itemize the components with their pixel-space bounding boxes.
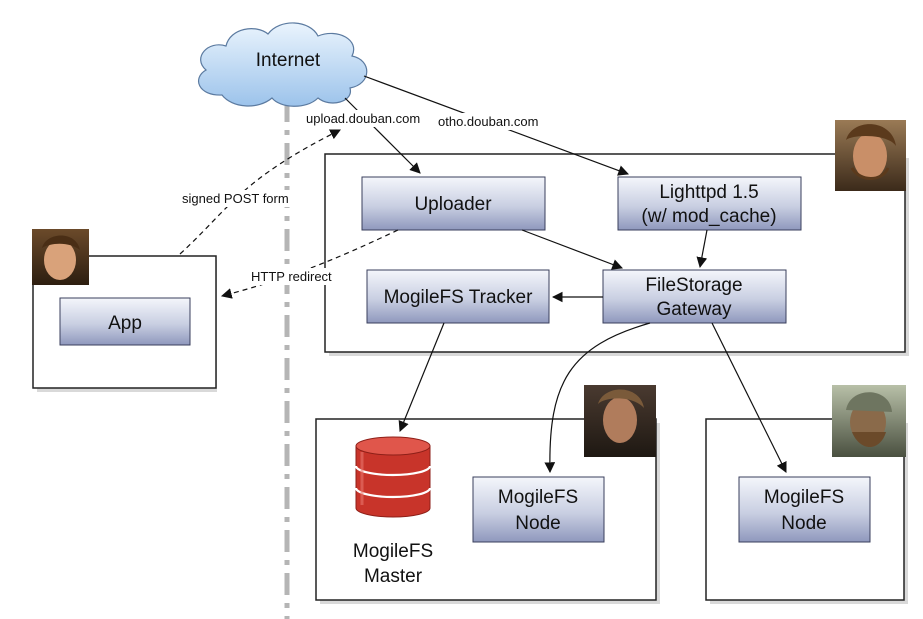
portrait-icon — [32, 229, 89, 285]
edge-label-signed-post: signed POST form — [182, 191, 289, 206]
tracker-node[interactable]: MogileFS Tracker — [366, 269, 550, 324]
lighttpd-label-line1: Lighttpd 1.5 — [659, 182, 758, 203]
app-label: App — [108, 313, 142, 334]
portrait-icon — [584, 385, 656, 457]
edge-gateway-node2 — [711, 322, 787, 473]
tracker-label: MogileFS Tracker — [384, 287, 534, 308]
edge-label-otho-host: otho.douban.com — [438, 114, 538, 129]
uploader-node[interactable]: Uploader — [361, 176, 546, 231]
storage-node-2[interactable]: MogileFS Node — [738, 476, 871, 543]
edge-uploader-gateway — [521, 229, 624, 270]
gateway-label-line2: Gateway — [657, 299, 732, 320]
gateway-label-line1: FileStorage — [645, 275, 742, 296]
edge-label-upload-host: upload.douban.com — [306, 111, 420, 126]
master-label-line1: MogileFS — [353, 541, 433, 562]
portrait-icon — [835, 120, 906, 191]
edge-app-internet — [179, 129, 341, 255]
storage-node-2-label-line1: MogileFS — [764, 487, 844, 508]
gateway-node[interactable]: FileStorage Gateway — [602, 269, 787, 324]
master-label-line2: Master — [364, 566, 423, 587]
edge-uploader-app — [220, 229, 399, 299]
edge-label-http-redirect: HTTP redirect — [251, 269, 332, 284]
database-icon — [354, 436, 432, 518]
app-node[interactable]: App — [59, 297, 191, 346]
edge-tracker-master — [398, 322, 445, 433]
edge-gateway-node1 — [544, 322, 651, 474]
lighttpd-label-line2: (w/ mod_cache) — [641, 206, 776, 227]
lighttpd-node[interactable]: Lighttpd 1.5 (w/ mod_cache) — [617, 176, 802, 231]
internet-cloud[interactable]: Internet — [197, 22, 368, 107]
storage-node-1-label-line2: Node — [515, 513, 560, 534]
storage-node-1-label-line1: MogileFS — [498, 487, 578, 508]
uploader-label: Uploader — [414, 194, 492, 215]
storage-node-1[interactable]: MogileFS Node — [472, 476, 605, 543]
portrait-icon — [832, 385, 906, 457]
storage-node-2-label-line2: Node — [781, 513, 826, 534]
internet-label: Internet — [256, 50, 321, 71]
edge-lighttpd-gateway — [696, 229, 708, 269]
